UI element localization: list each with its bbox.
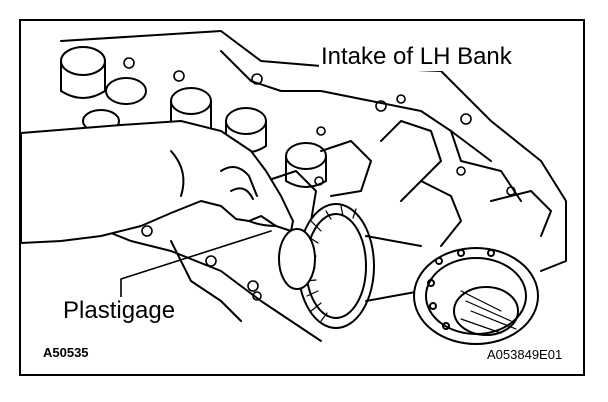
camshaft-gear [278,203,375,329]
plastigage-callout: Plastigage [61,297,178,325]
camshaft [365,180,539,345]
plastigage-leader [120,230,272,300]
illustration-frame: Intake of LH Bank Plastigage A50535 A053… [19,19,585,376]
engine-illustration [21,30,567,345]
hand [21,120,294,244]
bolt-holes [123,57,516,301]
intake-callout: Intake of LH Bank [319,43,514,71]
figure-code-right: A053849E01 [487,347,563,362]
figure-code-left: A50535 [43,345,89,360]
